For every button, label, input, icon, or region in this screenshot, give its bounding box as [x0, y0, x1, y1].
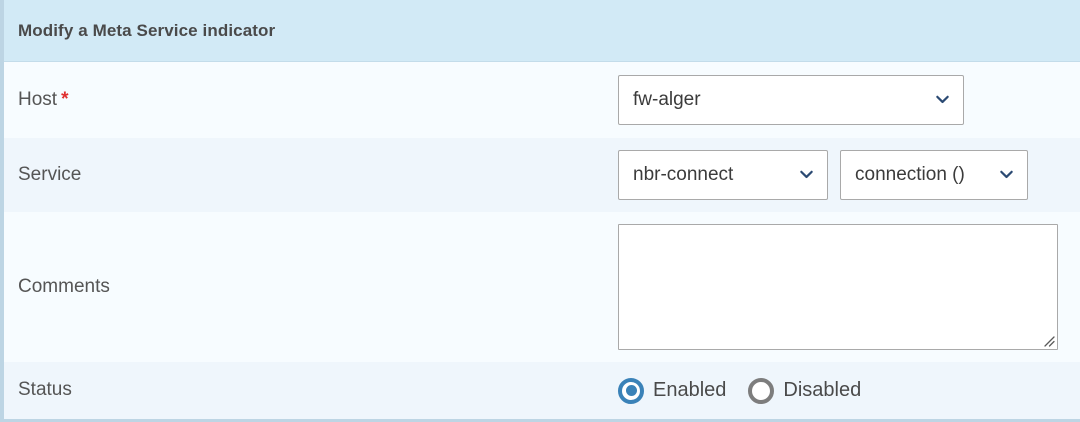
- comments-label: Comments: [18, 276, 618, 299]
- comments-textarea-value: [619, 225, 1057, 238]
- comments-textarea[interactable]: [618, 224, 1058, 350]
- service-label-text: Service: [18, 163, 82, 185]
- service-select-value: nbr-connect: [633, 164, 734, 185]
- required-asterisk: *: [61, 88, 69, 110]
- radio-checked-icon[interactable]: [618, 377, 644, 404]
- panel-header: Modify a Meta Service indicator: [4, 0, 1080, 62]
- host-label: Host*: [18, 89, 618, 112]
- service-select[interactable]: nbr-connect: [618, 150, 828, 200]
- form-row-status: Status Enabled Disabled: [4, 362, 1080, 419]
- host-select-value: fw-alger: [633, 89, 701, 110]
- form-row-host: Host* fw-alger: [4, 62, 1080, 138]
- chevron-down-icon: [799, 167, 814, 182]
- status-radio-enabled-label: Enabled: [653, 379, 727, 401]
- host-label-text: Host: [18, 88, 58, 110]
- metric-select[interactable]: connection (): [840, 150, 1028, 200]
- service-label: Service: [18, 164, 618, 187]
- comments-label-text: Comments: [18, 275, 110, 297]
- status-radio-disabled[interactable]: Disabled: [748, 377, 862, 404]
- form-row-comments: Comments: [4, 212, 1080, 362]
- status-radio-group: Enabled Disabled: [618, 377, 862, 404]
- host-field-area: fw-alger: [618, 75, 1080, 125]
- chevron-down-icon: [935, 92, 950, 107]
- metric-select-value: connection (): [855, 164, 965, 185]
- resize-grip-icon[interactable]: [1041, 333, 1055, 347]
- page-title: Modify a Meta Service indicator: [18, 20, 276, 40]
- radio-unchecked-icon[interactable]: [748, 377, 775, 404]
- service-field-area: nbr-connect connection (): [618, 150, 1080, 200]
- form-row-service: Service nbr-connect connection (): [4, 138, 1080, 212]
- status-label: Status: [18, 379, 618, 402]
- chevron-down-icon: [999, 167, 1014, 182]
- status-radio-disabled-label: Disabled: [783, 379, 862, 401]
- status-label-text: Status: [18, 379, 72, 401]
- status-field-area: Enabled Disabled: [618, 377, 1080, 404]
- comments-field-area: [618, 224, 1080, 350]
- status-radio-enabled[interactable]: Enabled: [618, 377, 727, 404]
- host-select[interactable]: fw-alger: [618, 75, 964, 125]
